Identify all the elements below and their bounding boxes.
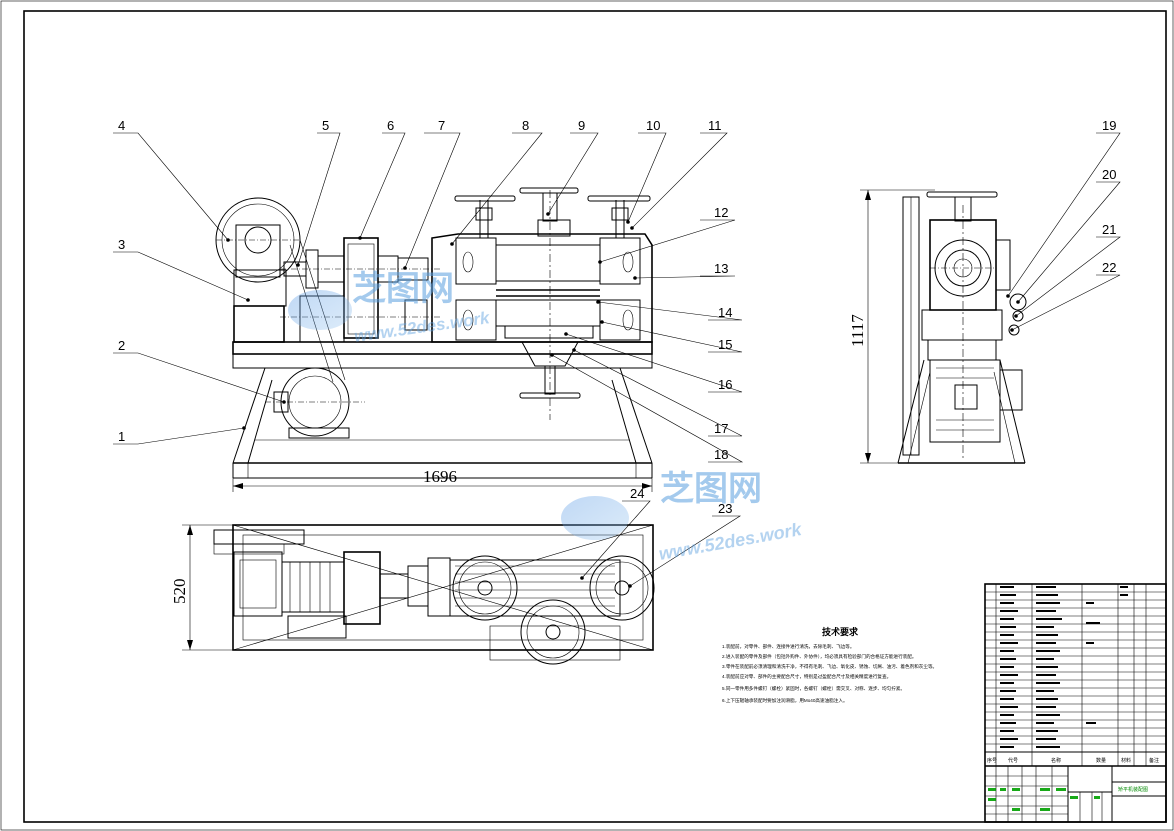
bom-header: 备注	[1149, 757, 1159, 764]
bom-header: 数量	[1096, 757, 1106, 764]
callout-label: 24	[630, 486, 644, 501]
callout-label: 8	[522, 118, 529, 133]
callout-label: 9	[578, 118, 585, 133]
callout-label: 15	[718, 337, 732, 352]
callout-label: 5	[322, 118, 329, 133]
side-view: 1117	[848, 189, 1027, 464]
technical-requirements: 技术要求 1.装配前，对零件、部件、连接件进行清洗，去除毛刺、飞边等。 2.进入…	[722, 626, 937, 704]
top-view: 520	[170, 524, 655, 665]
inner-frame	[23, 10, 1167, 823]
callout-label: 18	[714, 447, 728, 462]
requirements-title: 技术要求	[822, 626, 859, 637]
watermark-brand: 芝图网	[660, 470, 762, 508]
callout-label: 4	[118, 118, 125, 133]
bom-header: 序号	[987, 757, 997, 764]
watermark-url: www.52des.work	[657, 519, 804, 564]
callout-label: 3	[118, 237, 125, 252]
watermark-brand: 芝图网	[352, 270, 454, 308]
bom-header: 名称	[1051, 757, 1061, 764]
title-block: 序号 代号 名称 数量 材料 备注 矫平机装配图	[984, 583, 1167, 823]
callout-label: 13	[714, 261, 728, 276]
callouts: 1 2 3 4 5 6 7 8 9 10 11 12 13 14 15 16 1…	[113, 118, 1121, 588]
bom-header: 材料	[1121, 757, 1131, 764]
callout-label: 1	[118, 429, 125, 444]
callout-label: 16	[718, 377, 732, 392]
callout-label: 7	[438, 118, 445, 133]
callout-label: 21	[1102, 222, 1116, 237]
requirement-item: 5.同一零件用多件螺钉（螺栓）紧固时，各螺钉（螺栓）需交叉、对称、逐步、均匀拧紧…	[722, 685, 905, 692]
callout-label: 2	[118, 338, 125, 353]
callout-label: 22	[1102, 260, 1116, 275]
requirement-item: 1.装配前，对零件、部件、连接件进行清洗，去除毛刺、飞边等。	[722, 643, 854, 650]
callout-label: 19	[1102, 118, 1116, 133]
callout-label: 6	[387, 118, 394, 133]
requirement-item: 6.上下压辊轴承装配时要加注润滑脂，用Mo40高速油脂注入。	[722, 697, 848, 704]
callout-label: 12	[714, 205, 728, 220]
bom-header: 代号	[1008, 757, 1018, 764]
callout-label: 23	[718, 501, 732, 516]
dim-overall-length: 1696	[423, 467, 457, 486]
requirement-item: 3.零件在装配前必须清理和清洗干净，不得有毛刺、飞边、氧化皮、锈蚀、切屑、油污、…	[722, 663, 937, 670]
callout-label: 17	[714, 421, 728, 436]
dim-overall-height: 1117	[848, 314, 867, 347]
dim-overall-width: 520	[170, 579, 189, 605]
callout-label: 11	[708, 118, 722, 133]
callout-label: 10	[646, 118, 660, 133]
requirement-item: 2.进入装配的零件及部件（包括外购件、外协件），均必须具有检验部门的合格证方能进…	[722, 653, 916, 660]
requirement-item: 4.装配前应对零、部件的主要配合尺寸，特别是过盈配合尺寸及相关精度进行复查。	[722, 673, 891, 680]
callout-label: 20	[1102, 167, 1116, 182]
front-view: 1696	[215, 187, 653, 492]
callout-label: 14	[718, 305, 732, 320]
drawing-title: 矫平机装配图	[1118, 786, 1148, 793]
